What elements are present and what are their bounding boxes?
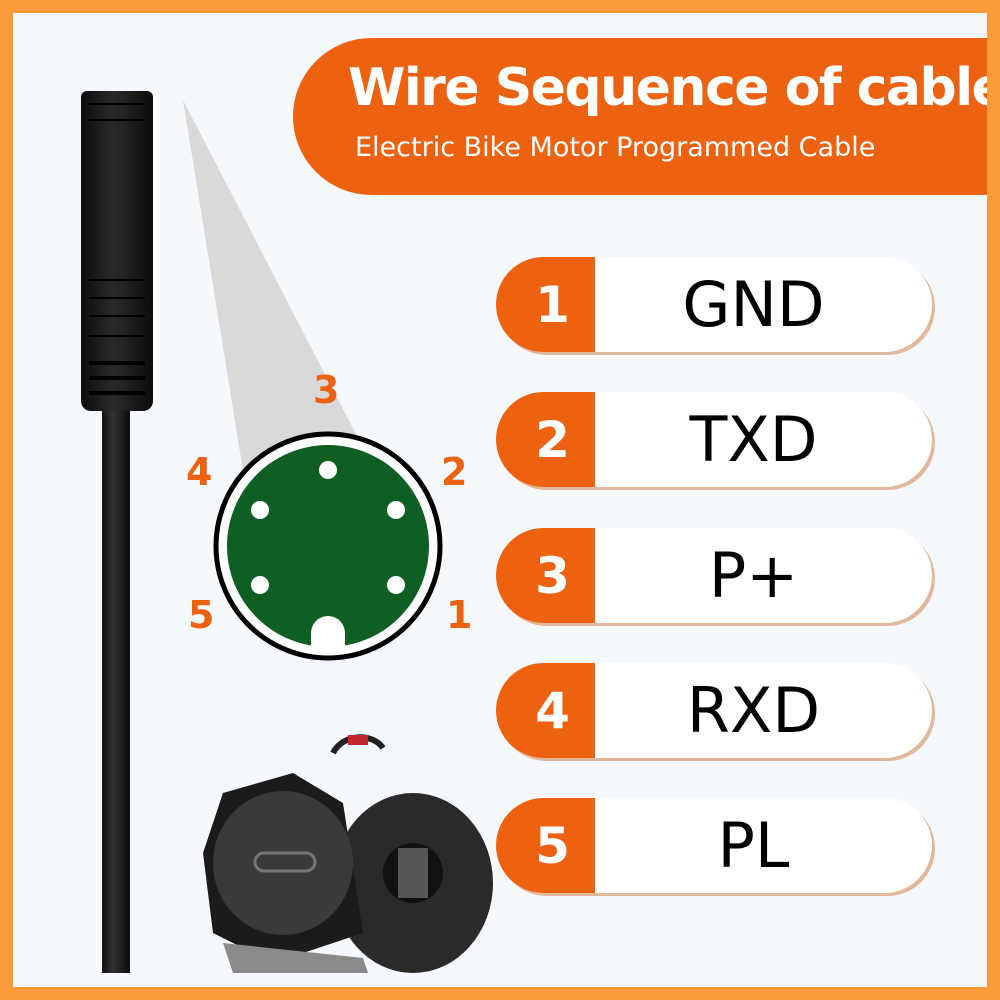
pin-label-2: 2 (441, 450, 468, 494)
title-banner: Wire Sequence of cable Electric Bike Mot… (293, 38, 987, 195)
pin-number: 4 (496, 663, 595, 758)
pin-number: 3 (496, 528, 595, 623)
pin-label-4: 4 (186, 450, 213, 494)
pin-row-1: 1 GND (496, 257, 932, 352)
pin-label-5: 5 (188, 593, 215, 637)
connector-plug-image (81, 91, 153, 411)
connector-pinout-diagram (213, 431, 443, 661)
pin-number: 2 (496, 392, 595, 487)
pin-row-5: 5 PL (496, 798, 932, 893)
pin-number: 1 (496, 257, 595, 352)
zoom-beam (183, 100, 358, 483)
cable-image (102, 393, 130, 973)
motor-image (203, 734, 493, 973)
pin-row-2: 2 TXD (496, 392, 932, 487)
pin-label-1: 1 (446, 593, 473, 637)
pin-signal: PL (717, 809, 790, 882)
pin-signal: TXD (689, 403, 818, 476)
pin-label-3: 3 (313, 368, 340, 412)
title: Wire Sequence of cable (348, 58, 987, 118)
subtitle: Electric Bike Motor Programmed Cable (355, 132, 876, 163)
pin-signal: GND (682, 268, 825, 341)
pin-number: 5 (496, 798, 595, 893)
pin-signal: RXD (686, 674, 821, 747)
pin-row-3: 3 P+ (496, 528, 932, 623)
infographic-canvas: Wire Sequence of cable Electric Bike Mot… (13, 13, 987, 987)
pin-signal: P+ (708, 539, 799, 612)
pin-row-4: 4 RXD (496, 663, 932, 758)
